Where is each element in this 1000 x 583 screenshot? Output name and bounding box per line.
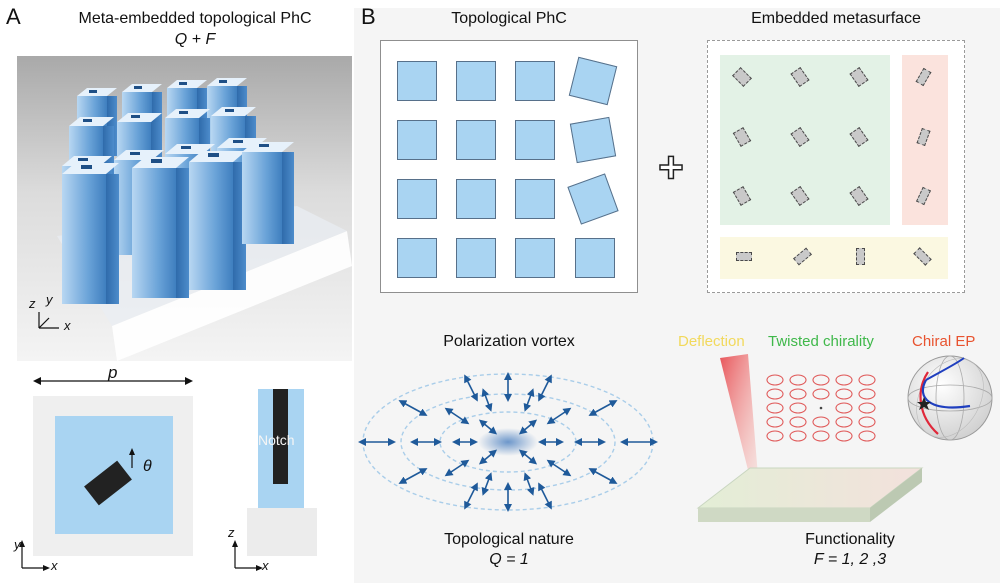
chirality-ellipses	[766, 374, 876, 442]
meta-title: Embedded metasurface	[751, 10, 921, 27]
phc-cell	[397, 238, 437, 278]
meta-atom	[732, 67, 752, 87]
phc-cell	[456, 179, 496, 219]
meta-atom	[736, 252, 752, 261]
meta-atom	[732, 127, 752, 147]
panel-b-letter: B	[361, 4, 376, 29]
notch	[84, 460, 132, 506]
meta-atom	[913, 247, 932, 266]
meta-frame	[707, 40, 965, 293]
phc-cell	[456, 120, 496, 160]
phc-frame	[380, 40, 638, 293]
meta-atom	[849, 127, 869, 147]
unit-axis-x-label: x	[51, 558, 58, 573]
side-axis-z-label: z	[228, 525, 235, 540]
yellow-zone	[720, 237, 948, 279]
phc-cell	[456, 61, 496, 101]
green-zone	[720, 55, 890, 225]
meta-atom	[916, 127, 931, 147]
notch-label: Notch	[258, 432, 295, 448]
meta-atom	[790, 127, 810, 147]
phc-cell	[515, 179, 555, 219]
meta-atom	[916, 186, 931, 206]
topological-nature-label: Topological nature	[444, 531, 574, 548]
meta-atom	[790, 67, 810, 87]
axis-x-label: x	[64, 318, 71, 333]
pillar-array-render	[17, 56, 352, 361]
phc-cell	[575, 238, 615, 278]
chiral-ep-sphere	[907, 355, 993, 441]
q-value: Q = 1	[489, 551, 529, 568]
pillar-group	[62, 78, 294, 304]
plus-icon: +	[657, 143, 684, 192]
side-view-notch	[273, 389, 288, 484]
deflection-label: Deflection	[678, 333, 745, 350]
functionality-label: Functionality	[805, 531, 895, 548]
unit-axis-y-label: y	[14, 537, 21, 552]
phc-cell	[397, 61, 437, 101]
panel-a-formula: Q + F	[174, 31, 216, 48]
meta-atom	[793, 247, 812, 266]
phc-cell	[456, 238, 496, 278]
meta-atom	[849, 186, 869, 206]
meta-atom	[790, 186, 810, 206]
phc-cell	[397, 120, 437, 160]
axis-y-label: y	[46, 292, 53, 307]
functionality-diagram	[696, 354, 993, 522]
panel-a-letter: A	[6, 4, 21, 29]
side-view-substrate	[247, 508, 317, 556]
vortex-title: Polarization vortex	[443, 333, 575, 350]
phc-cell	[515, 238, 555, 278]
axis-z-label: z	[29, 296, 36, 311]
pink-zone	[902, 55, 948, 225]
meta-atom	[849, 67, 869, 87]
phc-cell	[397, 179, 437, 219]
axis-3d	[38, 312, 59, 329]
phc-cell	[515, 61, 555, 101]
meta-atom	[915, 67, 932, 87]
phc-title: Topological PhC	[451, 10, 567, 27]
meta-atom	[856, 248, 865, 265]
meta-atom	[732, 186, 752, 206]
phc-cell	[568, 56, 618, 106]
polarization-vortex-diagram	[358, 372, 658, 512]
f-value: F = 1, 2 ,3	[813, 551, 887, 568]
panel-a-title: Meta-embedded topological PhC	[78, 10, 312, 27]
twisted-chirality-label: Twisted chirality	[768, 333, 874, 350]
angle-label: θ	[143, 458, 152, 475]
phc-cell	[567, 173, 619, 225]
deflection-beam	[720, 354, 758, 478]
phc-cell	[569, 116, 617, 164]
phc-cell	[515, 120, 555, 160]
period-label: p	[108, 363, 118, 382]
side-axis-x-label: x	[262, 558, 269, 573]
chiral-ep-label: Chiral EP	[912, 333, 976, 350]
